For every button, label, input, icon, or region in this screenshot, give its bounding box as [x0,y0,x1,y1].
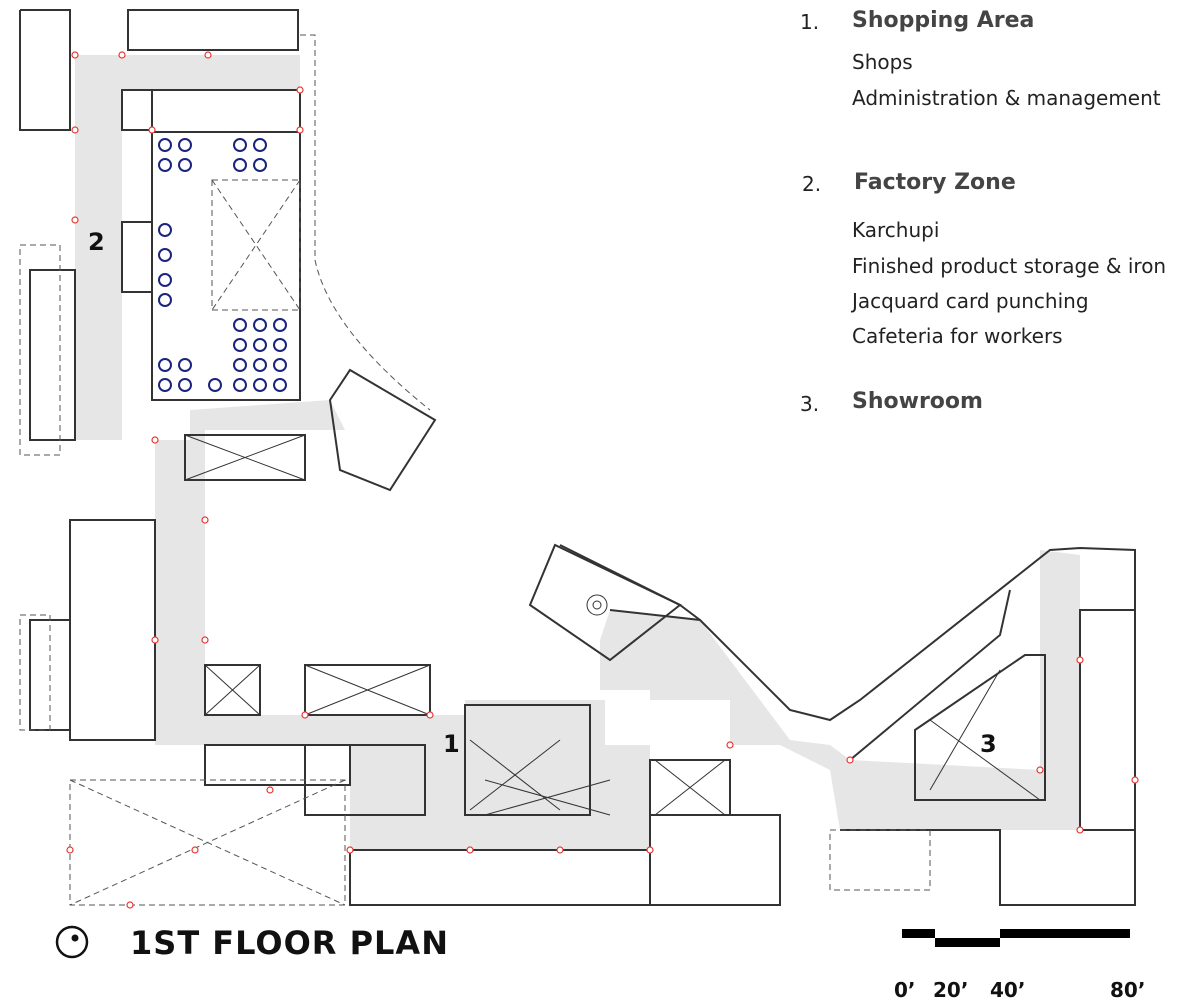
legend-item: Shops [852,50,913,74]
scale-label: 80’ [1110,978,1146,1002]
legend-heading: Showroom [852,389,983,414]
scale-bar [902,929,1130,947]
scale-label: 20’ [933,978,969,1002]
zone-label-2: 2 [88,228,105,256]
scale-label: 0’ [894,978,916,1002]
legend-number: 2. [802,172,822,196]
legend-heading: Factory Zone [854,170,1016,195]
legend-number: 3. [800,392,820,416]
legend-number: 1. [800,10,820,34]
legend-item: Jacquard card punching [852,289,1089,313]
corridors [75,55,1080,850]
plan-title: 1ST FLOOR PLAN [130,924,449,962]
legend-item: Cafeteria for workers [852,324,1063,348]
zone-label-3: 3 [980,730,997,758]
legend-item: Finished product storage & iron [852,254,1167,278]
walls [19,9,1136,906]
cafeteria-tables [158,138,287,392]
atrium-crosses [184,434,1041,816]
north-arrow-icon [55,925,89,959]
scale-label: 40’ [990,978,1026,1002]
zone-label-1: 1 [443,730,460,758]
legend-item: Administration & management [852,86,1161,110]
legend-heading: Shopping Area [852,8,1035,33]
columns [66,51,1139,909]
void-markers [19,34,931,906]
legend-item: Karchupi [852,218,940,242]
